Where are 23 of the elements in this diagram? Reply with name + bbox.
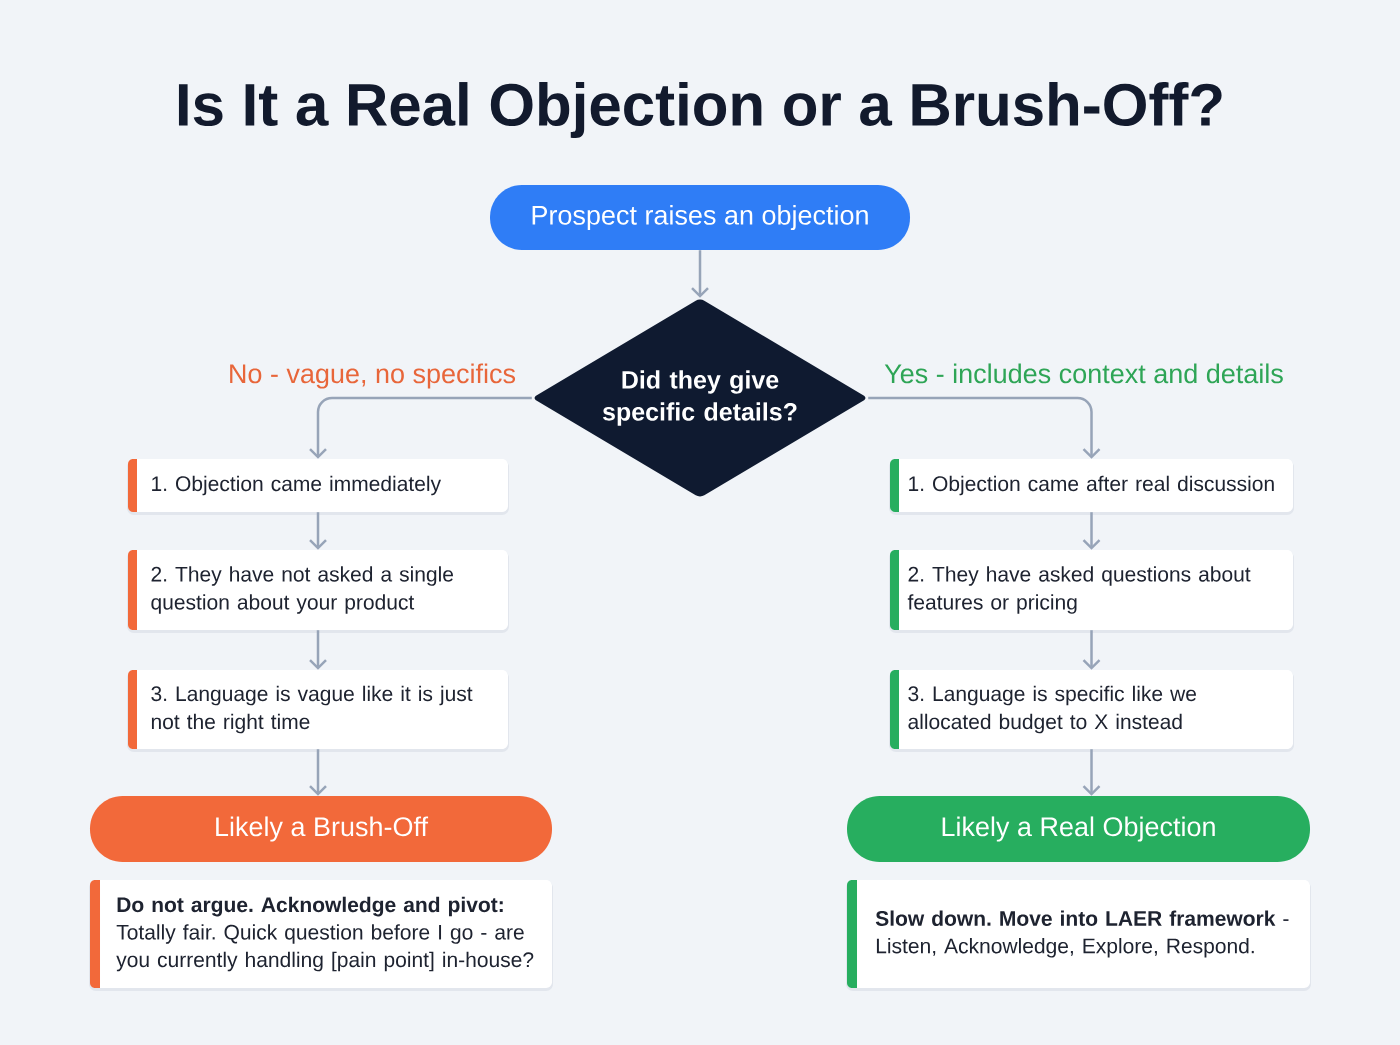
criteria-box: 3. Language is vague like it is just not the right time — [127, 670, 509, 752]
criteria-box: 3. Language is specific like we allocated budget to X instead — [889, 670, 1294, 752]
outcome-box: Likely a Brush-Off — [90, 796, 552, 862]
arrow — [1082, 512, 1101, 550]
arrow — [309, 396, 532, 459]
criteria-box: 2. They have not asked a single question about your product — [127, 550, 509, 633]
advice-card: Slow down. Move into LAER framework - Listen, Acknowledge, Explore, Respond. — [846, 880, 1311, 991]
arrow — [309, 749, 327, 796]
arrow — [1082, 630, 1101, 670]
criteria-box: 1. Objection came immediately — [127, 459, 509, 515]
arrow — [691, 250, 709, 298]
criteria-box: 1. Objection came after real discussion — [889, 459, 1294, 515]
criteria-box: 2. They have asked questions about features or pricing — [889, 550, 1294, 633]
edge-label: Yes - includes context and details — [884, 363, 1283, 384]
start-box: Prospect raises an objection — [490, 185, 910, 250]
arrow — [1082, 749, 1101, 796]
arrow — [309, 630, 327, 670]
edge-label: No - vague, no specifics — [230, 363, 516, 389]
title: Is It a Real Objection or a Brush-Off? — [178, 82, 1222, 138]
outcome-box: Likely a Real Objection — [847, 796, 1310, 862]
arrow — [868, 396, 1101, 459]
arrow — [309, 512, 327, 550]
advice-card: Do not argue. Acknowledge and pivot: Totally fair. Quick question before I go - are you currently handling [pain point] in-house? — [89, 880, 553, 991]
